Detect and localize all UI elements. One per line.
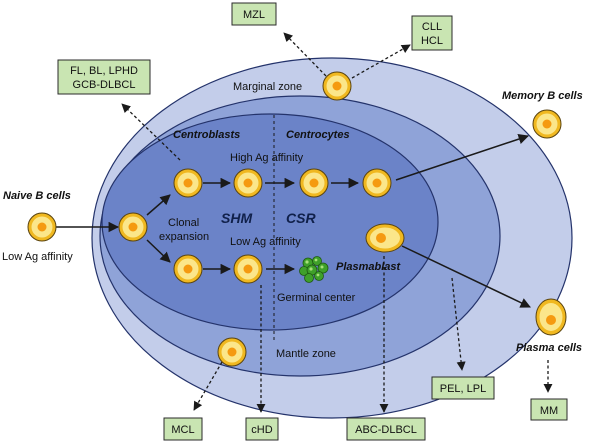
mzl-text: MZL [243,9,265,21]
gcb-text: GCB-DLBCL [73,79,136,91]
cell-icon [322,71,352,101]
cell-icon [362,168,392,198]
arrow-founder-to-cb-bottom [146,239,171,263]
dashed-arrow-to-fl [121,103,181,161]
cell-icon [532,109,562,139]
cell-icon [217,337,247,367]
germinal-center-zone [101,113,439,331]
arrow-plasmablast-to-plasma [401,245,531,308]
naive-b-cells-label: Naive B cells [3,190,71,202]
box-fl-bl-lphd-gcb: FL, BL, LPHD GCB-DLBCL [57,59,151,95]
cell-icon [233,168,263,198]
low-affinity-outer-label: Low Ag affinity [2,251,73,263]
cell-icon [173,168,203,198]
mantle-zone-label: Mantle zone [276,348,336,360]
csr-label: CSR [286,210,316,226]
cll-text: CLL [422,21,442,33]
memory-b-cells-label: Memory B cells [502,90,583,102]
box-mm: MM [530,398,568,421]
pel-text: PEL, LPL [440,383,486,395]
box-abc-dlbcl: ABC-DLBCL [346,417,426,441]
dashed-arrow-to-pel [451,277,466,371]
cell-icon [173,254,203,284]
plasmablast-cell-icon [365,223,405,253]
box-chd: cHD [245,417,279,441]
mcl-text: MCL [171,424,194,436]
cell-icon [118,212,148,242]
dashed-arrow-to-mzl [283,32,327,77]
cell-icon [299,168,329,198]
plasma-cells-label: Plasma cells [516,342,582,354]
plasmablast-label: Plasmablast [336,261,402,273]
centrocytes-label: Centrocytes [286,129,350,141]
high-affinity-label: High Ag affinity [230,152,304,164]
cell-icon [27,212,57,242]
dashed-arrow-to-mcl [193,361,223,411]
box-cll-hcl: CLL HCL [411,15,453,51]
plasma-cell-icon [535,298,567,336]
chd-text: cHD [251,424,272,436]
box-mzl: MZL [231,2,277,26]
arrow-cc2-to-memory [395,134,529,181]
cell-icon [233,254,263,284]
clonal-label-line2: expansion [159,231,209,243]
box-pel-lpl: PEL, LPL [431,376,495,400]
low-affinity-inner-label: Low Ag affinity [230,236,301,248]
box-mcl: MCL [163,417,203,441]
mm-text: MM [540,405,558,417]
shm-label: SHM [221,210,252,226]
centroblasts-label: Centroblasts [173,129,240,141]
germinal-center-label: Germinal center [277,292,356,304]
arrow-founder-to-cb-top [146,194,171,216]
dashed-arrow-to-cll [351,44,411,79]
fl-text: FL, BL, LPHD [70,65,138,77]
apoptotic-cell-icon [299,256,329,283]
abc-text: ABC-DLBCL [355,424,417,436]
clonal-label-line1: Clonal [168,217,199,229]
marginal-zone-label: Marginal zone [233,81,302,93]
hcl-text: HCL [421,35,443,47]
